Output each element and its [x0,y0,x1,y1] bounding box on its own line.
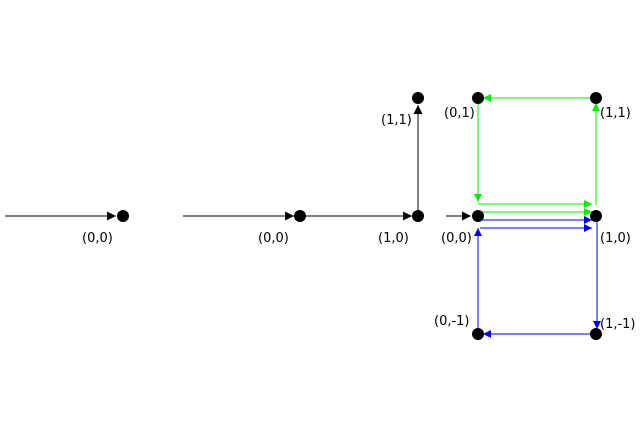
node-right [590,210,602,222]
node-origin [117,210,129,222]
node-label: (0,0) [82,231,113,246]
node-origin [472,210,484,222]
node-label: (0,0) [258,231,289,246]
node-top-right [590,92,602,104]
panel-1: (0,0) [5,210,129,246]
panel-2: (0,0) (1,0) (1,1) [183,92,424,246]
node-label: (1,-1) [600,317,636,332]
node-origin [294,210,306,222]
node-bottom-right [590,328,602,340]
node-label: (1,1) [381,113,412,128]
node-label: (1,0) [600,231,631,246]
node-top-left [472,92,484,104]
node-label: (0,-1) [434,314,470,329]
node-top [412,92,424,104]
node-bottom-left [472,328,484,340]
node-label: (1,0) [378,231,409,246]
node-label: (0,0) [441,231,472,246]
panel-3: (0,1) (1,1) (0,0) (1,0) (0,-1) (1,-1) [434,92,636,340]
node-right [412,210,424,222]
node-label: (1,1) [600,106,631,121]
node-label: (0,1) [444,106,475,121]
